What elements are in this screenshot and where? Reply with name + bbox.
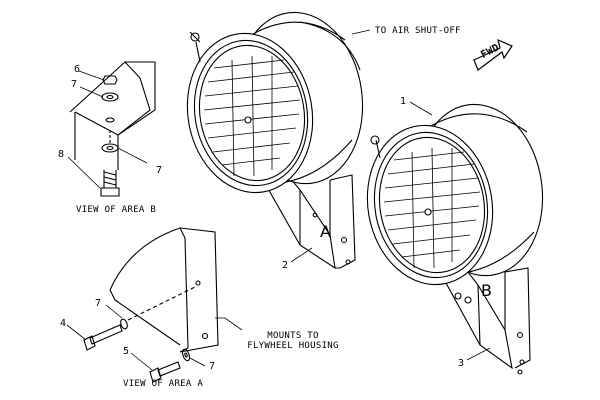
callout-7-detail-b-top: 7 (71, 79, 78, 90)
lower-precleaner (366, 103, 544, 375)
callout-1: 1 (400, 96, 407, 107)
callout-5: 5 (123, 346, 130, 357)
flywheel-housing-label: FLYWHEEL HOUSING (247, 341, 339, 351)
detail-area-b (69, 61, 156, 197)
leader-lines (66, 29, 491, 371)
to-air-shutoff-label: TO AIR SHUT-OFF (375, 26, 461, 36)
callout-7-detail-b-bottom: 7 (156, 165, 163, 176)
mounts-to-label: MOUNTS TO (267, 331, 319, 341)
callout-3: 3 (458, 358, 465, 369)
callout-7-detail-a-bottom: 7 (209, 361, 216, 372)
area-b-marker: B (481, 281, 493, 300)
fwd-arrow-icon (473, 38, 513, 71)
view-area-a-caption: VIEW OF AREA A (123, 379, 204, 389)
view-area-b-caption: VIEW OF AREA B (76, 205, 157, 215)
callout-8: 8 (58, 149, 65, 160)
callout-7-detail-a-top: 7 (95, 298, 102, 309)
callout-4: 4 (60, 318, 67, 329)
detail-area-a (83, 227, 219, 383)
upper-precleaner (186, 11, 364, 270)
callout-2: 2 (282, 260, 289, 271)
callout-6: 6 (74, 64, 81, 75)
area-a-marker: A (320, 222, 332, 241)
